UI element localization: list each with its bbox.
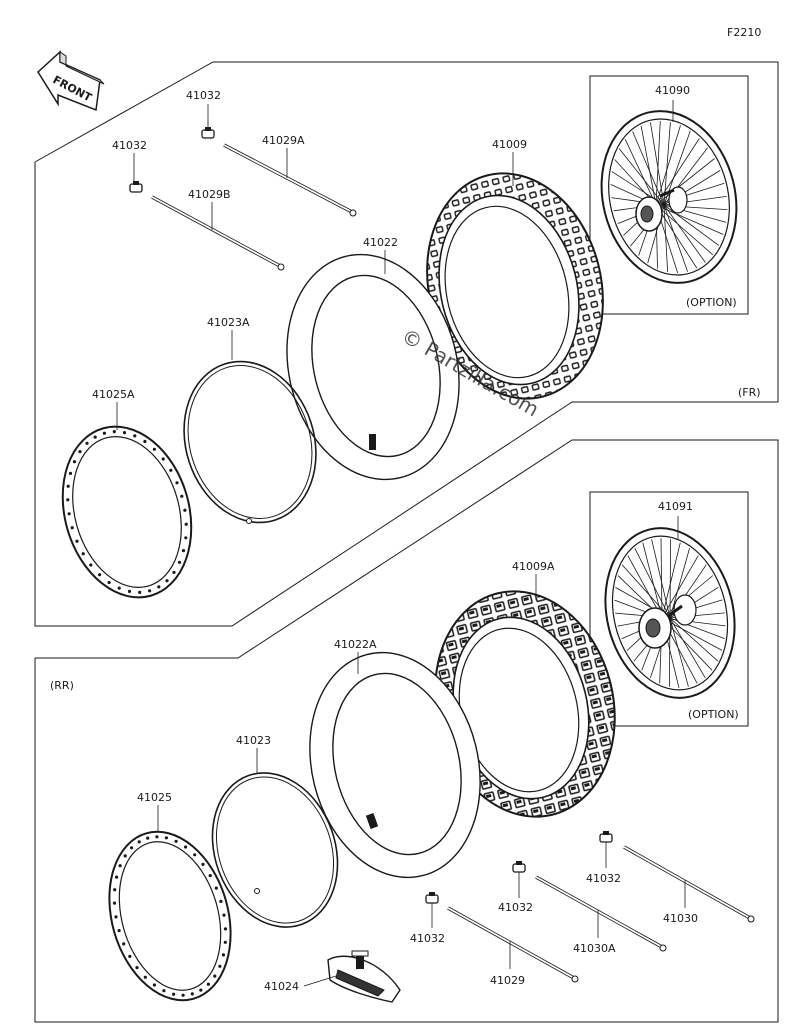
part-label-41009A: 41009A	[512, 560, 555, 573]
part-label-41023A: 41023A	[207, 316, 250, 329]
front-band-illustration	[183, 360, 317, 524]
front-arrow-icon: FRONT	[37, 50, 105, 112]
rear-section-label: (RR)	[50, 679, 74, 692]
rear-valve-c-illustration	[425, 892, 439, 904]
front-valve-b-illustration	[129, 181, 143, 193]
part-label-41030A: 41030A	[573, 942, 616, 955]
rear-valve-a-illustration	[599, 831, 613, 843]
part-label-41022A: 41022A	[334, 638, 377, 651]
part-label-41091: 41091	[658, 500, 693, 513]
part-label-41032-front-b: 41032	[112, 139, 147, 152]
rear-option-box	[589, 491, 749, 727]
front-spoke-a-illustration	[223, 143, 357, 217]
front-option-label: (OPTION)	[686, 296, 737, 309]
part-label-41029: 41029	[490, 974, 525, 987]
part-label-41022: 41022	[363, 236, 398, 249]
part-label-41029B: 41029B	[188, 188, 231, 201]
leader-rear-rim-guard	[303, 975, 337, 987]
front-option-box	[589, 75, 749, 315]
part-label-41032-front-a: 41032	[186, 89, 221, 102]
rear-spoke-c-illustration	[447, 906, 579, 983]
rear-rim-illustration	[108, 830, 232, 1002]
part-label-41023: 41023	[236, 734, 271, 747]
front-wheel-assy-illustration	[600, 110, 738, 284]
rear-section-frame	[34, 439, 779, 1023]
part-label-41032-rear-c: 41032	[410, 932, 445, 945]
part-label-41032-rear-a: 41032	[586, 872, 621, 885]
front-valve-a-illustration	[201, 127, 215, 139]
part-label-41032-rear-b: 41032	[498, 901, 533, 914]
rear-spoke-a-illustration	[623, 845, 755, 923]
rear-spoke-b-illustration	[535, 875, 667, 952]
front-section-frame	[34, 61, 779, 627]
rear-tube-illustration	[309, 651, 481, 879]
part-label-41025A: 41025A	[92, 388, 135, 401]
part-label-41024: 41024	[264, 980, 299, 993]
part-label-41030: 41030	[663, 912, 698, 925]
front-section-label: (FR)	[738, 386, 761, 399]
front-tire-illustration	[426, 172, 604, 400]
rear-option-label: (OPTION)	[688, 708, 739, 721]
rear-band-illustration	[211, 772, 339, 928]
figure-code: F2210	[727, 26, 761, 39]
rear-wheel-assy-illustration	[604, 527, 736, 699]
rear-rim-guard-illustration	[327, 950, 401, 1003]
part-label-41025: 41025	[137, 791, 172, 804]
front-rim-illustration	[61, 425, 193, 599]
rear-valve-b-illustration	[512, 861, 526, 873]
front-spoke-b-illustration	[151, 195, 285, 271]
part-label-41029A: 41029A	[262, 134, 305, 147]
part-label-41090: 41090	[655, 84, 690, 97]
part-label-41009: 41009	[492, 138, 527, 151]
